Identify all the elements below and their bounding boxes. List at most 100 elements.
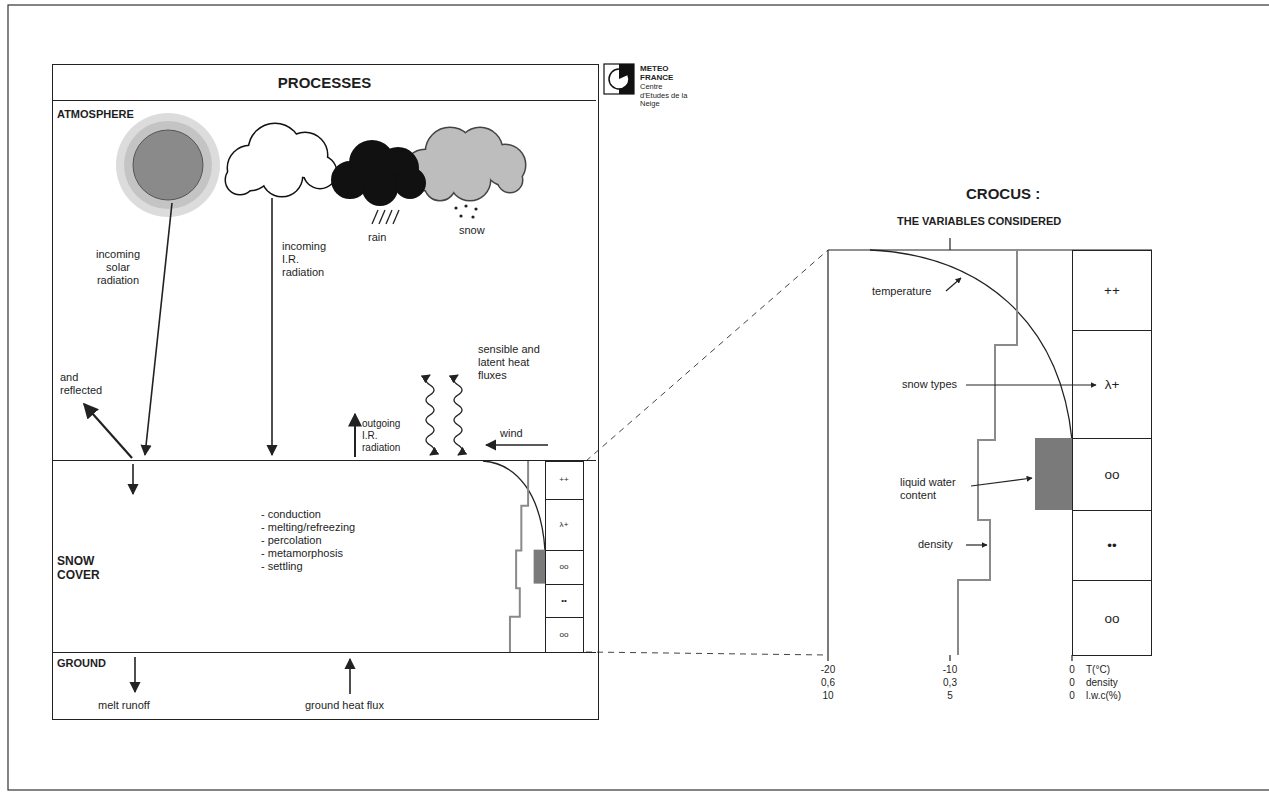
logo-icon	[604, 64, 634, 94]
snow-dot	[474, 207, 477, 210]
variable-label: temperature	[872, 285, 931, 298]
sun-halo	[116, 113, 220, 217]
ir-arrow	[271, 198, 273, 455]
variable-label: liquid water content	[900, 476, 968, 502]
snow-type-cell: oo	[545, 617, 584, 653]
snow-type-cell: oo	[545, 550, 584, 585]
rain-drops	[372, 210, 399, 224]
leader-arrow	[946, 278, 961, 291]
logo-circle	[609, 69, 629, 89]
flux-label: wind	[500, 427, 523, 440]
snow-dot	[454, 206, 457, 209]
logo: METEO FRANCECentre d'Etudes de la Neige	[604, 62, 704, 116]
snow-type-symbol: ++	[1073, 282, 1151, 299]
flux-label: incoming solar radiation	[88, 248, 148, 287]
axis-value: 0	[1062, 690, 1082, 702]
snow-type-symbol: oo	[546, 630, 583, 640]
logo-frame	[604, 64, 634, 94]
precip-label: snow	[459, 224, 485, 237]
snow-type-cell: ++	[545, 461, 584, 500]
process-item: - metamorphosis	[261, 547, 343, 560]
snow-flakes	[454, 204, 477, 218]
axis-value: 5	[930, 690, 970, 702]
axis-value: -10	[930, 664, 970, 676]
axis-unit: T(°C)	[1086, 664, 1110, 676]
processes-panel: PROCESSES ATMOSPHERE SNOW COVER - conductio…	[52, 64, 599, 720]
leader-arrows	[946, 278, 1096, 545]
snow-profile	[870, 250, 1072, 655]
outgoing-ir-arrow	[354, 414, 356, 457]
solar-arrow	[145, 203, 172, 455]
snow-type-symbol: ++	[546, 475, 583, 485]
black-cloud	[332, 141, 425, 205]
zoom-lines	[586, 250, 828, 655]
snow-cover-band: SNOW COVER - conduction- melting/refreezi…	[53, 460, 596, 652]
snow-type-symbol: oo	[546, 562, 583, 572]
snow-dot	[471, 215, 474, 218]
heat-flux-wave	[426, 375, 434, 455]
snow-type-cell: ••	[545, 584, 584, 618]
chart-subtitle: THE VARIABLES CONSIDERED	[897, 215, 1061, 228]
penetration-arrow	[132, 464, 134, 494]
axis-value: 0	[1062, 677, 1082, 689]
variable-label: density	[918, 538, 953, 551]
axis-line	[827, 250, 828, 661]
process-item: - conduction	[261, 508, 321, 521]
snow-type-symbol: ••	[1073, 537, 1151, 554]
axis-value: 0,3	[930, 677, 970, 689]
flux-arrows	[84, 198, 548, 694]
snow-dot	[464, 204, 467, 207]
axis-value: 0,6	[808, 677, 848, 689]
zoom-line	[586, 652, 828, 655]
flux-label: melt runoff	[98, 699, 150, 712]
flux-label: and reflected	[60, 371, 118, 397]
flux-label: outgoing I.R. radiation	[362, 418, 410, 454]
sun-halo	[124, 121, 212, 209]
snow-type-cell: ••	[1072, 510, 1152, 581]
cloud-outline	[226, 124, 336, 196]
flux-label: sensible and latent heat fluxes	[478, 343, 544, 382]
process-item: - percolation	[261, 534, 322, 547]
panel-heading: PROCESSES	[53, 74, 596, 92]
rain-streak	[379, 210, 385, 224]
snow-type-cell: λ+	[1072, 330, 1152, 439]
band-heading: ATMOSPHERE	[57, 108, 134, 121]
leader-arrow	[971, 478, 1032, 486]
axis-value: 10	[808, 690, 848, 702]
snow-type-symbol: λ+	[546, 520, 583, 530]
axis-tick	[949, 238, 950, 250]
snow-type-symbol: ••	[546, 596, 583, 606]
axis-value: -20	[808, 664, 848, 676]
small-snow-profile	[483, 461, 545, 652]
process-item: - melting/refreezing	[261, 521, 355, 534]
snow-type-cell: oo	[1072, 580, 1152, 656]
snow-dot	[459, 214, 462, 217]
logo-name: METEO FRANCE	[640, 64, 692, 82]
axis-unit: density	[1086, 677, 1118, 689]
chart-axes	[828, 238, 1152, 661]
rain-streak	[393, 210, 399, 224]
small-profile	[483, 461, 545, 652]
axis-tick	[949, 655, 950, 661]
leader-arrow	[966, 384, 1096, 385]
leader-arrow	[966, 544, 987, 545]
flux-label: incoming I.R. radiation	[282, 240, 342, 279]
clouds	[226, 124, 525, 205]
snow-type-symbol: oo	[1073, 466, 1151, 483]
band-heading: SNOW COVER	[57, 554, 127, 582]
runoff-arrow	[134, 657, 136, 692]
snow-type-symbol: λ+	[1073, 376, 1151, 393]
logo-wedge	[619, 69, 628, 79]
axis-value: 0	[1062, 664, 1082, 676]
figure-frame	[8, 5, 1269, 790]
rain-streak	[372, 210, 378, 224]
snow-type-cell: λ+	[545, 499, 584, 551]
flux-label: ground heat flux	[305, 699, 384, 712]
heat-flux-wave	[454, 375, 462, 455]
white-cloud	[226, 124, 336, 196]
axis-unit: l.w.c(%)	[1086, 690, 1121, 702]
snow-type-symbol: oo	[1073, 610, 1151, 627]
wind-arrow	[486, 444, 548, 446]
